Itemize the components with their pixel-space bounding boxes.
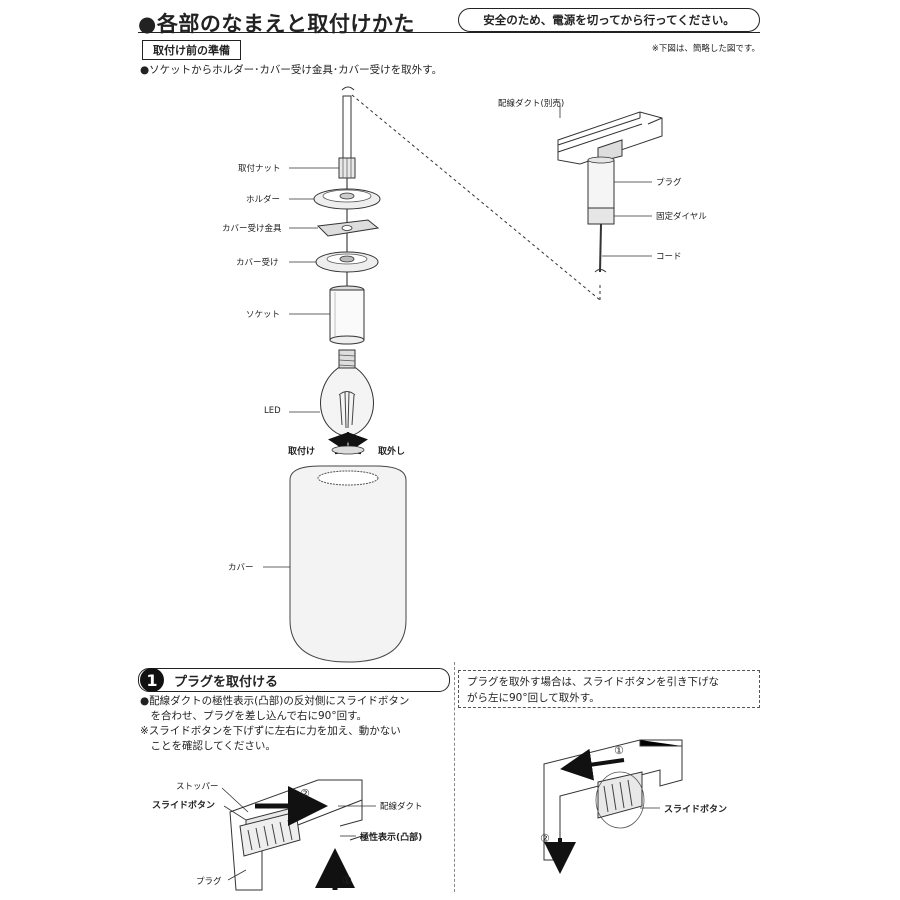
label-mounting-nut: 取付ナット [238,164,281,174]
led-bulb-graphic [320,349,374,437]
removal-note-box: プラグを取外す場合は、スライドボタンを引き下げな がら左に90°回して取外す。 [458,670,760,708]
label-plug-install: プラグ [196,877,222,887]
header-divider [138,32,760,33]
step1-title: プラグを取付ける [174,675,279,690]
label-polarity: 極性表示(凸部) [360,833,423,843]
remove-figure-graphic [543,739,683,874]
label-cover-bracket: カバー受け金具 [222,224,282,234]
step1-line-2: を合わせ、プラグを差し込んで右に90°回す。 [140,710,368,722]
step1-line-1: ●配線ダクトの極性表示(凸部)の反対側にスライドボタン [140,695,410,707]
prep-section-label: 取付け前の準備 [142,40,241,60]
mounting-nut-graphic [338,157,356,179]
step1-number-badge: 1 [140,668,164,692]
section-divider [454,662,455,892]
install-figure-graphic [229,779,363,891]
cover-shade-graphic [289,465,407,663]
step1-instructions: ●配線ダクトの極性表示(凸部)の反対側にスライドボタン を合わせ、プラグを差し込… [140,694,409,754]
label-duct: 配線ダクト [380,802,423,812]
label-holder: ホルダー [246,195,281,205]
cover-receiver-graphic [315,251,379,273]
cord-graphic [341,86,355,159]
label-led: LED [264,406,281,416]
simplified-diagram-note: ※下図は、簡略した図です。 [651,44,760,54]
step-marker-1: ① [342,874,352,887]
remove-step-marker-1: ① [614,744,624,757]
label-slide-button: スライドボタン [152,801,216,811]
label-attach: 取付け [288,447,316,457]
removal-note-line-1: プラグを取外す場合は、スライドボタンを引き下げな [467,676,719,688]
label-socket: ソケット [246,310,281,320]
label-cord: コード [656,252,682,262]
label-detach: 取外し [378,447,406,457]
label-plug: プラグ [656,178,682,188]
prep-instruction: ●ソケットからホルダー･カバー受け金具･カバー受けを取外す。 [140,64,443,76]
bracket-graphic [316,219,380,237]
label-slide-button-remove: スライドボタン [664,805,728,815]
step1-header-frame [138,668,450,692]
remove-step-marker-2: ② [540,832,550,845]
removal-note-line-2: がら左に90°回して取外す。 [467,692,600,704]
duct-inset-graphic [557,111,663,273]
label-cover-receiver: カバー受け [236,258,279,268]
label-stopper: ストッパー [176,782,219,792]
label-fixing-dial: 固定ダイヤル [656,212,707,222]
safety-notice: 安全のため、電源を切ってから行ってください。 [458,8,760,32]
label-cover: カバー [228,563,254,573]
label-wiring-duct: 配線ダクト(別売) [498,99,565,109]
step1-line-4: ことを確認してください。 [140,740,276,752]
step-marker-2: ② [300,787,310,800]
step1-line-3: ※スライドボタンを下げずに左右に力を加え、動かない [140,725,401,737]
holder-graphic [313,188,381,210]
detail-link-line [351,94,601,301]
socket-graphic [329,285,365,345]
